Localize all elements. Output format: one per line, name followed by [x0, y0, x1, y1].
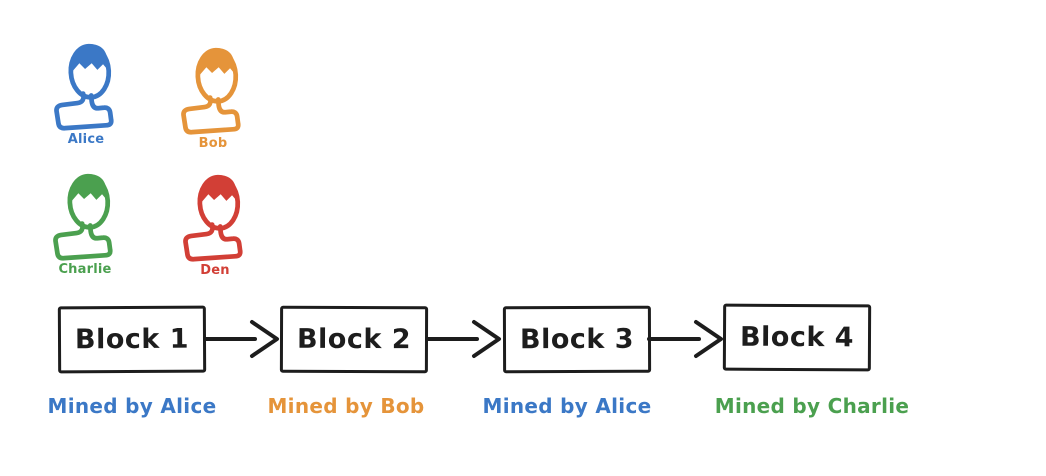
- person-label-den: Den: [200, 263, 230, 278]
- block-4-label: Block 4: [739, 321, 855, 354]
- block-2: Block 2: [279, 305, 429, 374]
- person-charlie: Charlie: [49, 170, 121, 277]
- block-2-label: Block 2: [296, 323, 412, 356]
- person-label-bob: Bob: [198, 136, 228, 151]
- person-alice: Alice: [50, 40, 122, 147]
- person-bob: Bob: [177, 44, 249, 151]
- person-bust-icon: [54, 43, 114, 131]
- mined-by-label-block-1: Mined by Alice: [47, 394, 217, 418]
- block-4: Block 4: [722, 303, 872, 372]
- person-den: Den: [179, 171, 251, 278]
- right-arrow-icon: [647, 317, 725, 361]
- mined-by-label-block-2: Mined by Bob: [267, 394, 425, 418]
- block-1-label: Block 1: [74, 323, 190, 356]
- person-label-alice: Alice: [67, 132, 105, 147]
- person-bust-icon: [183, 174, 243, 262]
- right-arrow-icon: [203, 317, 281, 361]
- block-1: Block 1: [57, 305, 207, 374]
- right-arrow-icon: [425, 317, 503, 361]
- block-3-label: Block 3: [519, 323, 635, 356]
- block-3: Block 3: [502, 305, 652, 374]
- mined-by-label-block-4: Mined by Charlie: [714, 394, 910, 418]
- mined-by-label-block-3: Mined by Alice: [482, 394, 652, 418]
- person-label-charlie: Charlie: [58, 262, 112, 277]
- person-bust-icon: [181, 47, 241, 135]
- person-bust-icon: [53, 173, 113, 261]
